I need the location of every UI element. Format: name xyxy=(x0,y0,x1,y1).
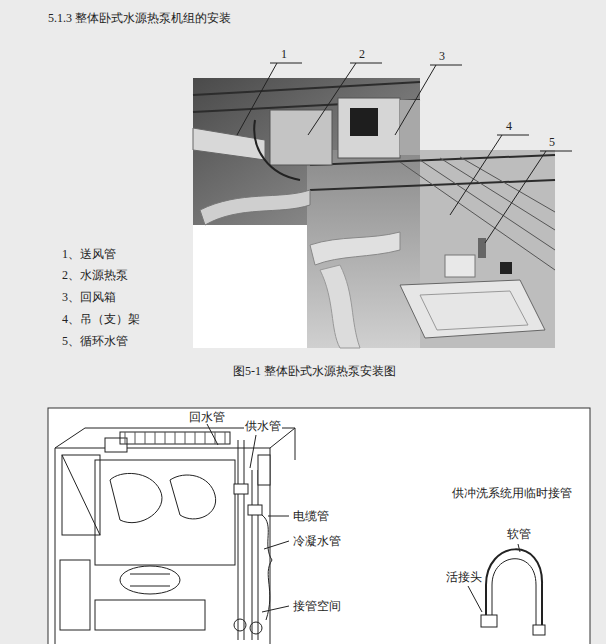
pipe-label: 回水管 xyxy=(188,410,226,424)
figure-caption: 图5-1 整体卧式水源热泵安装图 xyxy=(233,364,396,378)
callout-number: 4 xyxy=(506,119,512,133)
callout-number: 2 xyxy=(359,47,365,61)
callout-number: 3 xyxy=(439,49,445,63)
part-legend: 3、回风箱 xyxy=(62,290,116,304)
section-heading: 5.1.3 整体卧式水源热泵机组的安装 xyxy=(48,11,231,25)
note-label: 供冲洗系统用临时接管 xyxy=(451,486,573,500)
pipe-label: 供水管 xyxy=(244,419,282,433)
installation-photo xyxy=(193,78,555,348)
unit-line-drawing xyxy=(55,424,545,644)
pipe-label: 电缆管 xyxy=(292,509,330,523)
pipe-label: 冷凝水管 xyxy=(292,534,342,548)
space-label: 接管空间 xyxy=(292,599,342,613)
fitting-label: 活接头 xyxy=(445,570,483,584)
part-legend: 5、循环水管 xyxy=(62,334,128,348)
callout-number: 5 xyxy=(549,135,555,149)
leader-lines xyxy=(237,63,572,243)
part-legend: 1、送风管 xyxy=(62,247,116,261)
callout-number: 1 xyxy=(281,47,287,61)
hose-label: 软管 xyxy=(506,527,532,541)
part-legend: 2、水源热泵 xyxy=(62,268,128,282)
part-legend: 4、吊（支）架 xyxy=(62,312,140,326)
